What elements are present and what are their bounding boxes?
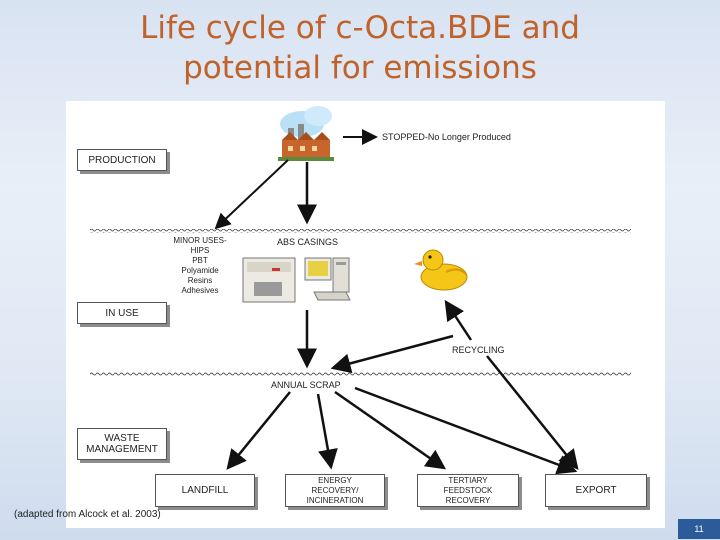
- computer-icon: [304, 257, 351, 301]
- arrow-recycling-to-export: [486, 355, 579, 470]
- page-number-badge: 11: [678, 519, 720, 539]
- export-box: EXPORT: [545, 474, 647, 507]
- minor-uses-header: MINOR USES-: [173, 236, 227, 245]
- stopped-label: STOPPED-No Longer Produced: [382, 132, 511, 142]
- export-label: EXPORT: [575, 485, 617, 496]
- printer-icon: [242, 257, 296, 303]
- landfill-label: LANDFILL: [181, 485, 229, 496]
- waste-management-stage-box: WASTE MANAGEMENT: [77, 428, 167, 460]
- minor-use-item: Adhesives: [181, 286, 219, 295]
- factory-icon: [278, 106, 334, 161]
- minor-use-item: PBT: [192, 256, 208, 265]
- tertiary-label-line2: FEEDSTOCK: [443, 485, 493, 495]
- tertiary-label-line3: RECOVERY: [445, 495, 491, 505]
- recycling-label: RECYCLING: [452, 345, 505, 355]
- minor-use-item: Polyamide: [181, 266, 219, 275]
- citation: (adapted from Alcock et al. 2003): [14, 509, 161, 520]
- title-line-1: Life cycle of c-Octa.BDE and: [140, 10, 580, 46]
- in-use-label: IN USE: [105, 307, 139, 319]
- tertiary-label-line1: TERTIARY: [448, 475, 488, 485]
- annual-scrap-label: ANNUAL SCRAP: [271, 380, 341, 390]
- minor-use-item: Resins: [187, 276, 213, 285]
- energy-recovery-box: ENERGY RECOVERY/ INCINERATION: [285, 474, 385, 507]
- in-use-stage-box: IN USE: [77, 302, 167, 324]
- title-line-2: potential for emissions: [183, 50, 537, 86]
- slide-title: Life cycle of c-Octa.BDE and potential f…: [0, 8, 720, 88]
- production-stage-box: PRODUCTION: [77, 149, 167, 171]
- waste-label-line1: WASTE: [104, 433, 140, 444]
- arrow-to-tertiary: [334, 390, 447, 470]
- arrow-recycling-to-duck: [444, 299, 473, 341]
- minor-uses-list: MINOR USES- HIPS PBT Polyamide Resins Ad…: [170, 236, 230, 296]
- rubber-duck-icon: [414, 249, 468, 291]
- waste-label-line2: MANAGEMENT: [86, 444, 158, 455]
- arrow-to-landfill: [226, 391, 291, 470]
- arrow-to-minor-uses: [214, 159, 289, 230]
- production-label: PRODUCTION: [88, 154, 156, 166]
- stage-divider-upper: [90, 229, 631, 233]
- landfill-box: LANDFILL: [155, 474, 255, 507]
- minor-use-item: HIPS: [190, 246, 210, 255]
- arrow-recycling-to-scrap: [330, 334, 454, 374]
- arrow-to-energy: [316, 393, 338, 470]
- arrow-to-export: [354, 386, 578, 475]
- energy-label-line1: ENERGY: [318, 475, 352, 485]
- energy-label-line3: INCINERATION: [306, 495, 364, 505]
- energy-label-line2: RECOVERY/: [311, 485, 359, 495]
- tertiary-feedstock-box: TERTIARY FEEDSTOCK RECOVERY: [417, 474, 519, 507]
- stage-divider-lower: [90, 372, 631, 376]
- abs-casings-label: ABS CASINGS: [277, 237, 339, 247]
